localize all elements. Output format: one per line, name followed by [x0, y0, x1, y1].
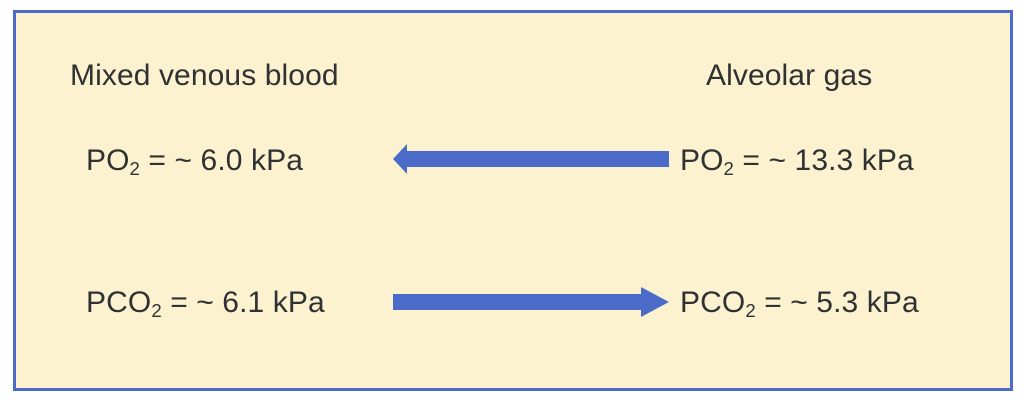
- pco2-venous-subscript: 2: [151, 300, 162, 322]
- po2-venous-value: = ~ 6.0 kPa: [140, 144, 303, 177]
- po2-venous-subscript: 2: [129, 158, 140, 180]
- column-heading-alveolar-gas: Alveolar gas: [706, 59, 873, 92]
- po2-alveolar-value: = ~ 13.3 kPa: [734, 144, 914, 177]
- value-po2-alveolar: PO2 = ~ 13.3 kPa: [680, 144, 914, 180]
- pco2-venous-symbol: PCO: [86, 286, 152, 319]
- value-po2-mixed-venous: PO2 = ~ 6.0 kPa: [86, 144, 303, 180]
- value-pco2-alveolar: PCO2 = ~ 5.3 kPa: [680, 286, 919, 322]
- arrow-shape: [393, 287, 669, 317]
- pco2-alveolar-symbol: PCO: [680, 286, 746, 319]
- pco2-alveolar-value: = ~ 5.3 kPa: [755, 286, 919, 319]
- po2-alveolar-symbol: PO: [680, 144, 724, 177]
- gas-exchange-diagram-panel: Mixed venous blood Alveolar gas PO2 = ~ …: [13, 10, 1013, 391]
- pco2-alveolar-subscript: 2: [745, 300, 756, 322]
- value-pco2-mixed-venous: PCO2 = ~ 6.1 kPa: [86, 286, 325, 322]
- column-heading-mixed-venous-blood: Mixed venous blood: [70, 59, 339, 92]
- po2-venous-symbol: PO: [86, 144, 130, 177]
- pco2-venous-value: = ~ 6.1 kPa: [161, 286, 325, 319]
- arrow-shape: [393, 144, 669, 174]
- carbon-dioxide-diffusion-arrow-right: [393, 287, 669, 317]
- po2-alveolar-subscript: 2: [723, 158, 734, 180]
- oxygen-diffusion-arrow-left: [393, 144, 669, 174]
